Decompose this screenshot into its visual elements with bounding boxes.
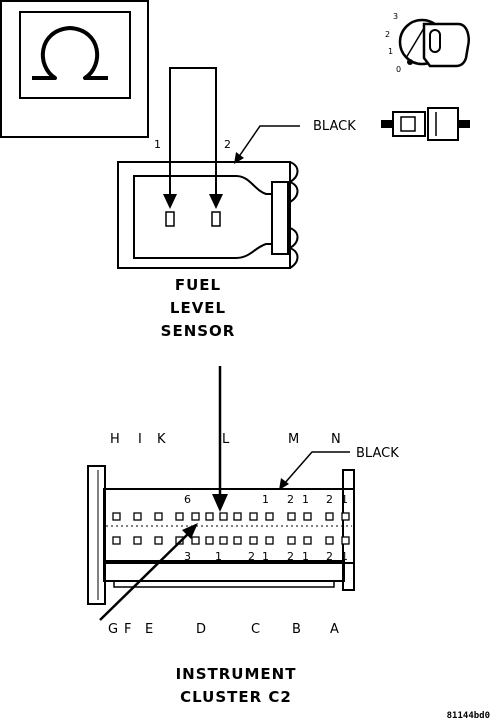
cavity-letter-a: A [330, 622, 339, 637]
instrument-cluster-c2-connector [87, 465, 355, 605]
cavity-letter-i: I [138, 432, 142, 447]
cavity-bottom-6 [205, 536, 214, 545]
ground-lead-arrow [99, 523, 198, 621]
cavity-row-top [112, 512, 350, 521]
bottom-pin-1c: 1 [302, 550, 309, 563]
sensor-pin-1 [165, 211, 175, 227]
top-pin-1c: 1 [341, 493, 348, 506]
fuel-level-sensor-connector [117, 161, 299, 269]
cavity-row-bottom [112, 536, 350, 545]
cavity-bottom-9 [249, 536, 258, 545]
cavity-letter-b: B [292, 622, 301, 637]
top-pin-1a: 1 [262, 493, 269, 506]
sensor-connector-color: BLACK [313, 119, 356, 134]
cavity-top-4 [175, 512, 184, 521]
ignition-pos-2: 2 [385, 30, 390, 39]
cavity-letter-k: K [157, 432, 166, 447]
cavity-top-2 [133, 512, 142, 521]
cavity-letter-d: D [196, 622, 206, 637]
ignition-key-icon: 3 2 1 0 [385, 12, 470, 74]
meter-test-leads [163, 67, 223, 209]
ignition-pos-3: 3 [393, 12, 398, 21]
cavity-letter-e: E [145, 622, 153, 637]
cluster-title-line1: INSTRUMENT [176, 665, 297, 683]
cavity-bottom-8 [233, 536, 242, 545]
cavity-top-7 [219, 512, 228, 521]
top-pin-1b: 1 [302, 493, 309, 506]
sensor-pin-2-label: 2 [224, 138, 231, 151]
cluster-probe-arrow [212, 366, 228, 512]
cavity-bottom-3 [154, 536, 163, 545]
cavity-letter-n: N [331, 432, 341, 447]
top-pin-6: 6 [184, 493, 191, 506]
sensor-title-line2: LEVEL [170, 299, 226, 317]
cluster-title-line2: CLUSTER C2 [180, 688, 292, 706]
sensor-pin-2 [211, 211, 221, 227]
ohm-symbol-icon [32, 26, 108, 80]
cavity-top-3 [154, 512, 163, 521]
cluster-cavity-letters-bottom: G F E D C B A [108, 622, 339, 637]
cavity-bottom-1 [112, 536, 121, 545]
bottom-pin-1d: 1 [341, 550, 348, 563]
cavity-letter-m: M [288, 432, 299, 447]
bottom-pin-2c: 2 [326, 550, 333, 563]
cavity-top-11 [287, 512, 296, 521]
cluster-color-leader [279, 451, 350, 490]
ignition-pos-1: 1 [388, 47, 393, 56]
sensor-color-leader [234, 125, 300, 164]
cluster-bottom-pin-numbers: 3 1 2 1 2 1 2 1 [184, 550, 348, 563]
cluster-connector-color: BLACK [356, 446, 399, 461]
ignition-pos-0: 0 [396, 65, 401, 74]
cavity-top-12 [303, 512, 312, 521]
bottom-pin-3: 3 [184, 550, 191, 563]
cavity-letter-l: L [222, 432, 230, 447]
cavity-bottom-2 [133, 536, 142, 545]
cavity-top-6 [205, 512, 214, 521]
cavity-top-5 [191, 512, 200, 521]
bottom-pin-2a: 2 [248, 550, 255, 563]
cavity-top-13 [325, 512, 334, 521]
cavity-bottom-13 [325, 536, 334, 545]
cavity-letter-g: G [108, 622, 118, 637]
cavity-letter-f: F [124, 622, 131, 637]
cavity-bottom-11 [287, 536, 296, 545]
bottom-pin-1a: 1 [215, 550, 222, 563]
connector-pair-icon [381, 107, 470, 141]
cluster-cavity-letters-top: H I K L M N [110, 432, 341, 447]
sensor-title-line3: SENSOR [161, 322, 236, 340]
cavity-bottom-10 [265, 536, 274, 545]
top-pin-2b: 2 [326, 493, 333, 506]
sensor-title-line1: FUEL [175, 276, 221, 294]
cavity-bottom-5 [191, 536, 200, 545]
cavity-top-1 [112, 512, 121, 521]
bottom-pin-2b: 2 [287, 550, 294, 563]
bottom-pin-1b: 1 [262, 550, 269, 563]
cavity-bottom-7 [219, 536, 228, 545]
cavity-top-8 [233, 512, 242, 521]
figure-code: 81144bd0 [447, 711, 490, 721]
cavity-top-14 [341, 512, 350, 521]
cavity-top-9 [249, 512, 258, 521]
cavity-letter-h: H [110, 432, 120, 447]
ohmmeter [0, 0, 149, 138]
cavity-top-10 [265, 512, 274, 521]
cavity-bottom-14 [341, 536, 350, 545]
cavity-bottom-12 [303, 536, 312, 545]
cluster-top-pin-numbers: 6 1 2 1 2 1 [184, 493, 348, 506]
top-pin-2a: 2 [287, 493, 294, 506]
sensor-pin-1-label: 1 [154, 138, 161, 151]
cavity-letter-c: C [251, 622, 260, 637]
